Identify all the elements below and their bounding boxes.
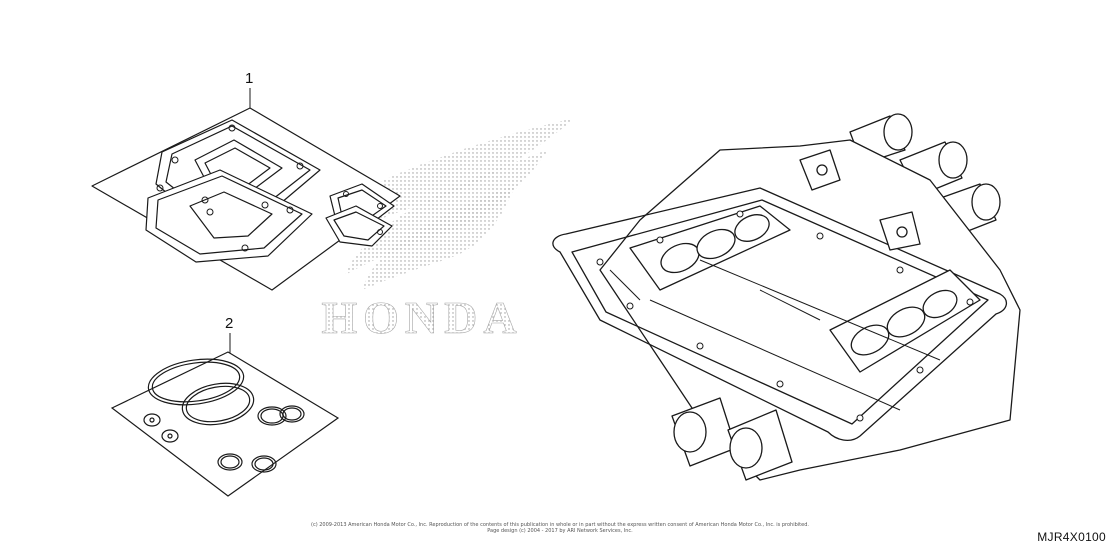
callout-1: 1 — [245, 70, 254, 87]
front-tubes — [671, 397, 793, 481]
case-gasket-loop — [552, 187, 1007, 442]
engine-block — [552, 113, 1021, 481]
gasket-kit-b — [110, 351, 340, 497]
gasket-kit-a — [91, 107, 401, 291]
small-gasket-b — [325, 205, 393, 247]
o-ring-large-2 — [181, 382, 255, 426]
copyright-line-1: (c) 2009-2013 American Honda Motor Co., … — [311, 522, 809, 528]
o-ring-large-1 — [147, 358, 245, 406]
o-ring-small-2 — [279, 405, 305, 423]
o-ring-small-1 — [257, 406, 287, 426]
kit-b-card — [110, 351, 340, 497]
diagram-code: MJR4X0100 — [1037, 530, 1106, 544]
head-cover-gasket-lower — [145, 169, 313, 263]
callout-2: 2 — [225, 315, 234, 332]
o-ring-small-4 — [251, 455, 277, 473]
grommet-1 — [143, 413, 161, 427]
honda-watermark-text: HONDA — [321, 292, 522, 343]
copyright-line-2: Page design (c) 2004 - 2017 by ARI Netwo… — [487, 528, 633, 534]
copyright-notice: (c) 2009-2013 American Honda Motor Co., … — [300, 522, 820, 534]
o-ring-small-3 — [217, 453, 243, 471]
honda-wing-watermark — [320, 118, 575, 290]
grommet-2 — [161, 429, 179, 443]
